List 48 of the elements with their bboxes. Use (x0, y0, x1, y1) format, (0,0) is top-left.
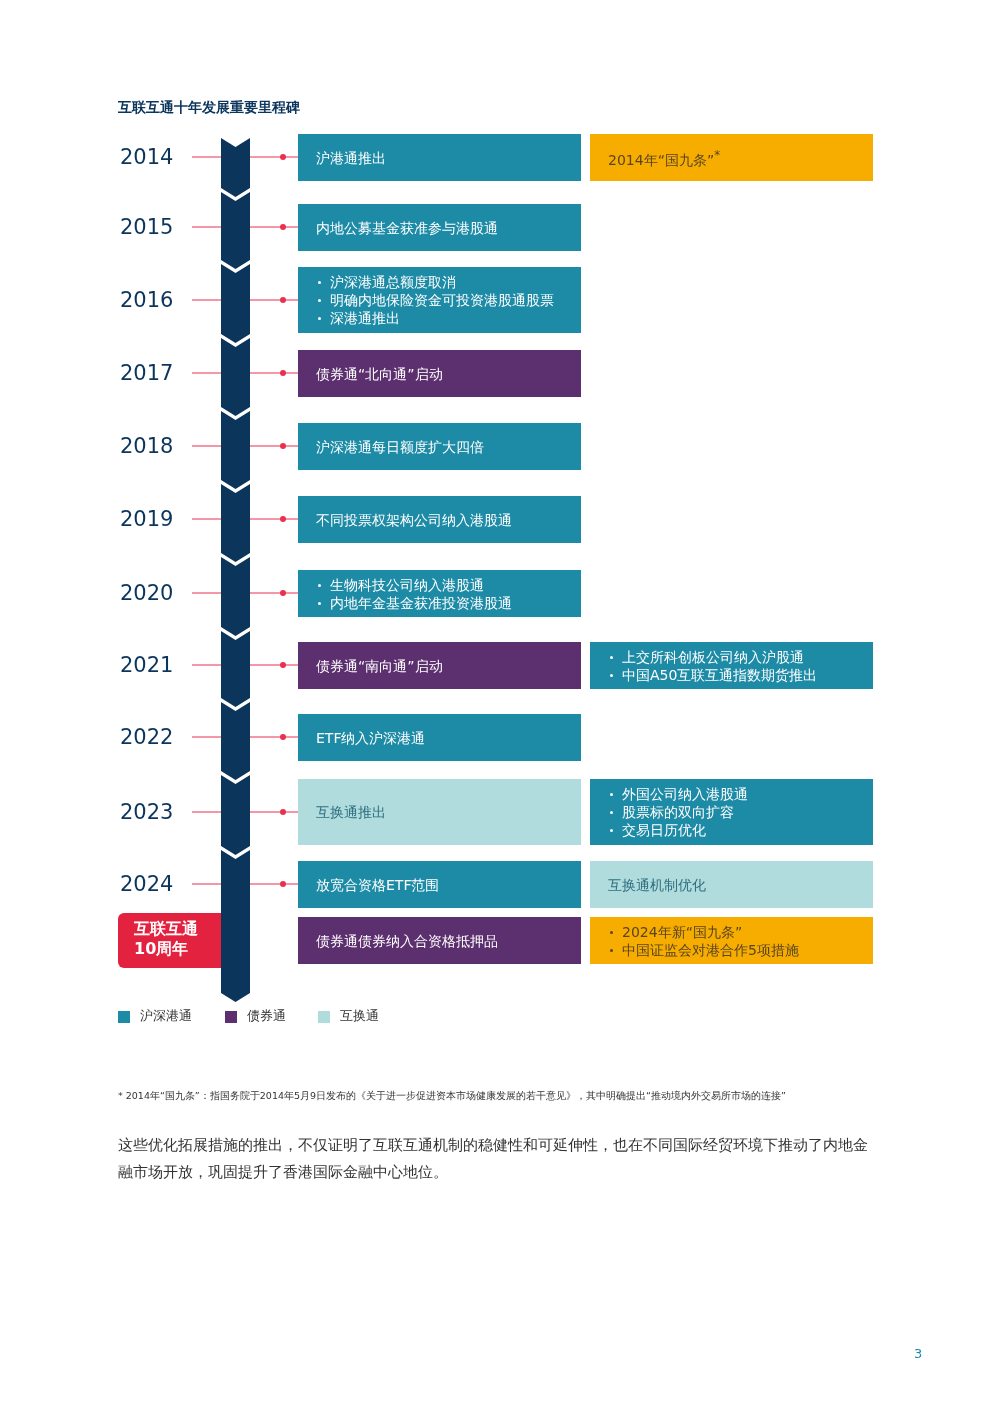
milestone-box (590, 642, 873, 689)
year-label: 2024 (120, 866, 192, 902)
year-label: 2017 (120, 355, 192, 391)
milestone-box: 沪港通推出 (298, 134, 581, 181)
legend-label: 互换通 (340, 1008, 379, 1025)
milestone-box: 不同投票权架构公司纳入港股通 (298, 496, 581, 543)
bullet-text: 明确内地保险资金可投资港股通股票 (330, 292, 554, 308)
footnote: * 2014年“国九条”：指国务院于2014年5月9日发布的《关于进一步促进资本市场健康发展的若干意见》，其中明确提出“推动境内外交易所市场的连接” (118, 1089, 787, 1103)
body-text: 这些优化拓展措施的推出，不仅证明了互联互通机制的稳健性和可延伸性，也在不同国际经贸环境下推动了内地金融市场开放，巩固提升了香港国际金融中心地位。 (118, 1135, 869, 1183)
bullet-text: 上交所科创板公司纳入沪股通 (622, 648, 804, 665)
year-label: 2018 (120, 428, 192, 464)
milestone-box (298, 570, 581, 617)
milestone-box (590, 779, 873, 845)
milestone-box: 债券通债券纳入合资格抵押品 (298, 917, 581, 964)
bullet-text: 内地年金基金获准投资港股通 (330, 594, 512, 611)
year-label: 2020 (120, 575, 192, 611)
milestone-box (298, 267, 581, 333)
milestone-box: 沪深港通每日额度扩大四倍 (298, 423, 581, 470)
milestone-box: 债券通“南向通”启动 (298, 642, 581, 689)
year-label: 2014 (120, 139, 192, 175)
chart-title: 互联互通十年发展重要里程碑 (118, 99, 301, 117)
milestone-box (590, 917, 873, 964)
bullet-text: 深港通推出 (330, 310, 400, 326)
milestone-box: 内地公募基金获准参与港股通 (298, 204, 581, 251)
bullet-text: 外国公司纳入港股通 (622, 786, 748, 802)
bullet-text: 2024年新“国九条” (622, 923, 743, 940)
legend-label: 债券通 (247, 1008, 286, 1025)
milestone-box: 互换通推出 (298, 779, 581, 845)
bullet-text: 中国证监会对港合作5项措施 (622, 941, 799, 958)
bullet-text: 生物科技公司纳入港股通 (330, 576, 484, 593)
milestone-box: 互换通机制优化 (590, 861, 873, 908)
year-label: 2023 (120, 794, 192, 830)
milestone-box: 2014年“国九条”$^{*}$ (590, 134, 873, 181)
anniversary-badge: 互联互通 10周年 (118, 913, 221, 968)
bullet-text: 中国A50互联互通指数期货推出 (622, 666, 818, 683)
page-number: 3 (914, 1345, 924, 1363)
bullet-text: 沪深港通总额度取消 (330, 274, 456, 290)
legend-label: 沪深港通 (140, 1008, 192, 1025)
milestone-box: 债券通“北向通”启动 (298, 350, 581, 397)
year-label: 2015 (120, 209, 192, 245)
milestone-box: 放宽合资格ETF范围 (298, 861, 581, 908)
bullet-text: 交易日历优化 (622, 822, 706, 838)
year-label: 2021 (120, 647, 192, 683)
milestone-box: ETF纳入沪深港通 (298, 714, 581, 761)
bullet-text: 股票标的双向扩容 (622, 804, 734, 820)
year-label: 2022 (120, 719, 192, 755)
year-label: 2016 (120, 282, 192, 318)
year-label: 2019 (120, 501, 192, 537)
